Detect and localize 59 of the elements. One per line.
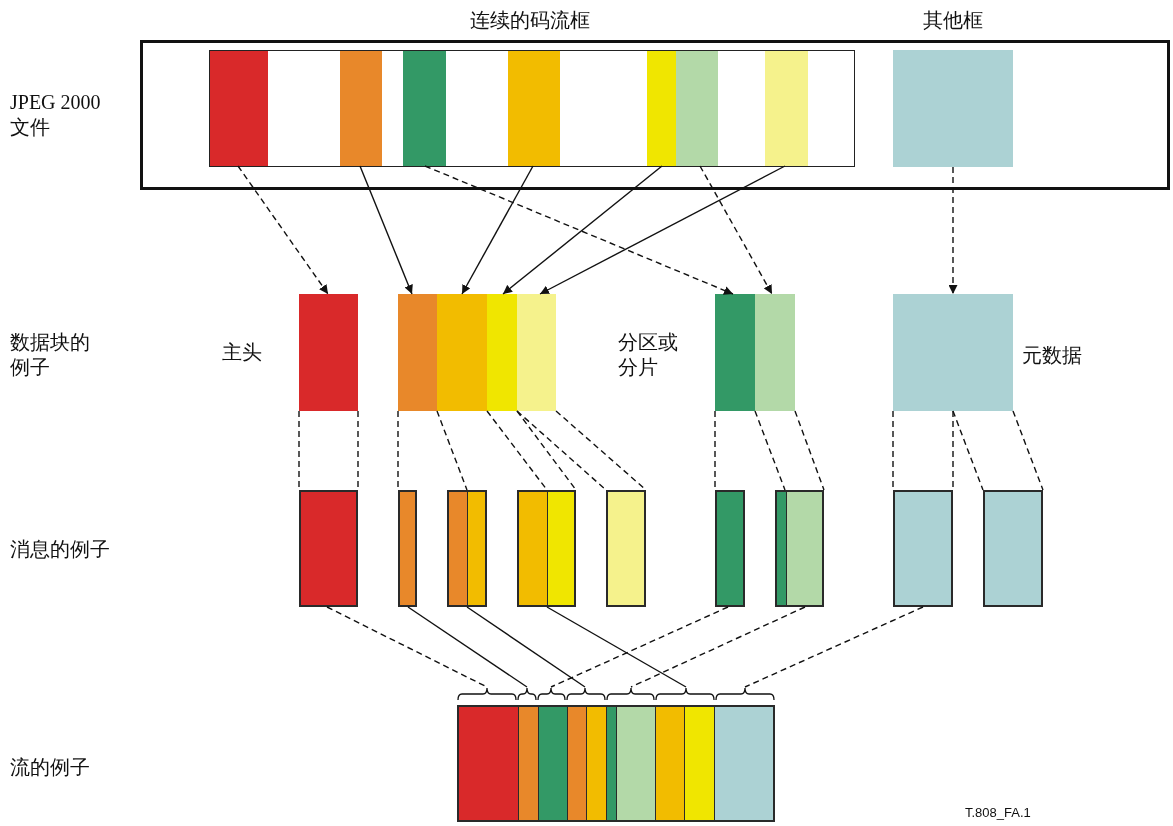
color-block xyxy=(210,51,268,166)
color-block xyxy=(765,51,808,166)
codestream-box xyxy=(209,50,855,167)
arrow xyxy=(424,165,734,295)
message-box xyxy=(983,490,1043,607)
color-block xyxy=(487,294,517,411)
message-box xyxy=(398,490,417,607)
color-block xyxy=(647,51,676,166)
message-box xyxy=(606,490,646,607)
color-block xyxy=(676,51,718,166)
connector-line xyxy=(744,606,924,688)
box-caption: 分区或分片 xyxy=(618,330,679,380)
arrow xyxy=(461,165,534,295)
message-box xyxy=(775,490,824,607)
arrow xyxy=(237,165,329,295)
row-label: JPEG 2000 文件 xyxy=(10,90,102,140)
color-block xyxy=(893,50,1013,167)
color-block xyxy=(893,294,1013,411)
stream-bar xyxy=(457,686,775,822)
arrow xyxy=(948,166,958,295)
message-box xyxy=(447,490,487,607)
message-box xyxy=(299,490,358,607)
color-block xyxy=(403,51,446,166)
connector-line xyxy=(754,410,786,491)
color-block xyxy=(299,294,358,411)
file-frame xyxy=(140,40,1170,190)
color-block xyxy=(715,294,755,411)
row-label: 数据块的例子 xyxy=(10,330,91,380)
connector-line xyxy=(466,606,586,688)
connector-line xyxy=(326,606,488,688)
color-block xyxy=(398,294,437,411)
connector-line xyxy=(1012,410,1044,491)
arrow xyxy=(359,165,413,295)
message-box xyxy=(715,490,745,607)
connector-line xyxy=(516,410,607,491)
connector-line xyxy=(486,410,548,491)
row-label: 消息的例子 xyxy=(10,537,111,562)
connector-line xyxy=(436,410,468,491)
color-block xyxy=(755,294,795,411)
color-block xyxy=(517,294,556,411)
arrow xyxy=(699,165,773,295)
box-caption: 元数据 xyxy=(1022,343,1083,368)
row-label: 流的例子 xyxy=(10,755,91,780)
figure-id: T.808_FA.1 xyxy=(965,805,1032,822)
box-caption: 其他框 xyxy=(922,8,984,33)
connector-line xyxy=(630,606,806,688)
connector-line xyxy=(550,606,729,688)
color-block xyxy=(437,294,487,411)
color-block xyxy=(508,51,560,166)
color-block xyxy=(340,51,382,166)
connector-line xyxy=(407,606,528,688)
connector-line xyxy=(952,410,984,491)
connector-line xyxy=(546,606,687,688)
message-box xyxy=(517,490,576,607)
box-caption: 连续的码流框 xyxy=(469,8,591,33)
connector-line xyxy=(516,410,577,491)
box-caption: 主头 xyxy=(222,340,263,365)
message-box xyxy=(893,490,953,607)
connector-line xyxy=(794,410,825,491)
